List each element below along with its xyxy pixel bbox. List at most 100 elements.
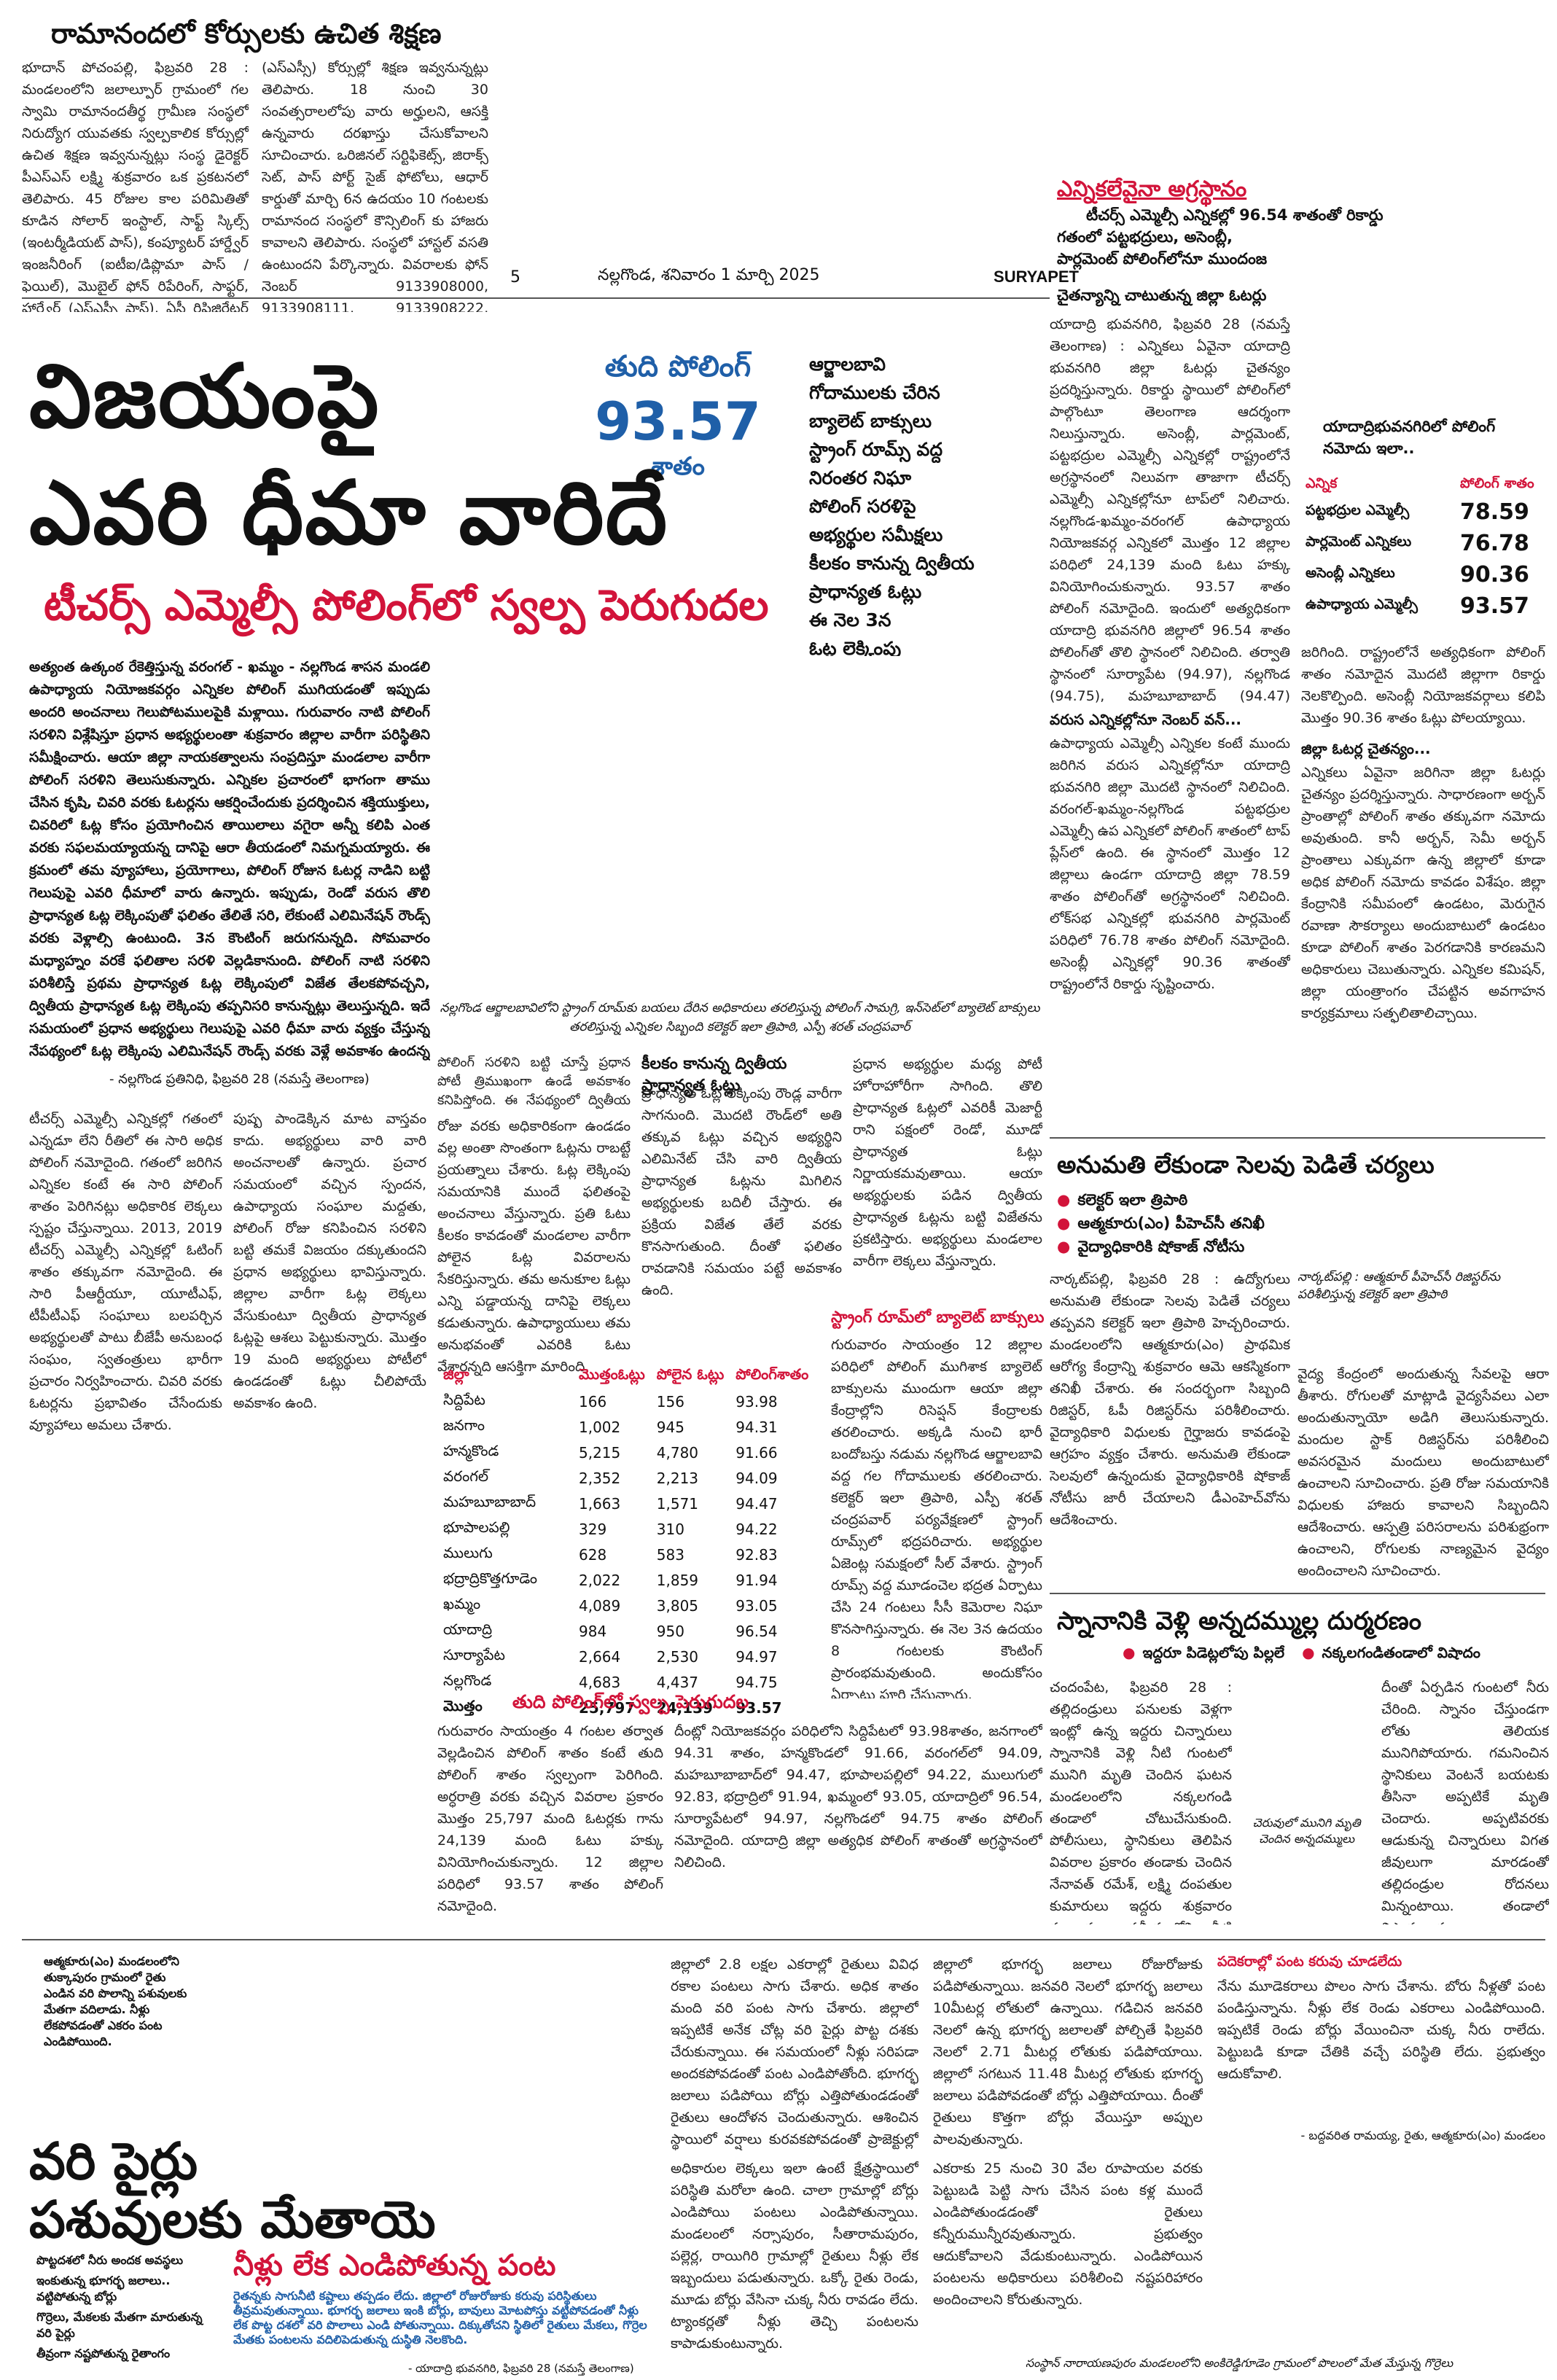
bullet-item: వైద్యాధికారికి షోకాజ్ నోటీసు: [1057, 1235, 1553, 1258]
poll-district: జనగాం: [443, 1416, 485, 1434]
polling-label: తుది పోలింగ్: [604, 350, 752, 383]
bullet-item: ఇద్దరూ పిడెట్లలోపు పిల్లలే: [1123, 1644, 1284, 1665]
strong-room-photo: [437, 656, 1042, 991]
highlight-item: పోలింగ్ సరళిపై: [809, 496, 916, 517]
strong-room-text: గురువారం సాయంత్రం 12 జిల్లాల పరిధిలో పోల…: [831, 1337, 1042, 1698]
page-number: 5: [510, 268, 520, 286]
poll-value: 4,089: [579, 1596, 621, 1615]
results-table: ఎన్నిక పోలింగ్ శాతం పట్టభద్రుల ఎమ్మెల్సీ…: [1301, 474, 1539, 622]
story-ramananda: రామానందలో కోర్సులకు ఉచిత శిక్షణ భూదాన్ ప…: [22, 13, 488, 327]
results-value: 93.57: [1460, 593, 1529, 619]
permission-photo: [1298, 1312, 1549, 1356]
right-top-col-1: యాదాద్రి భువనగిరి, ఫిబ్రవరి 28 (నమస్తే త…: [1050, 316, 1290, 704]
drowning-bullets: ఇద్దరూ పిడెట్లలోపు పిల్లలే నక్కలగండితండా…: [1123, 1644, 1553, 1665]
headline-line-1: విజయంపై: [29, 346, 381, 448]
poll-value: 1,663: [579, 1494, 621, 1513]
highlights: ఆర్జాలబావి గోదాములకు చేరిన బ్యాలెట్ బాక్…: [809, 350, 1042, 685]
highlight-item: కీలకం కానున్న ద్వితీయ: [809, 553, 975, 574]
story-col-2: (ఎస్ఎస్సీ) కోర్సుల్లో శిక్షణ ఇవ్వనున్నట్…: [262, 60, 488, 312]
right-top-sub-1: టీచర్స్ ఎమ్మెల్సీ ఎన్నికల్లో 96.54 శాతంత…: [1086, 206, 1384, 224]
mid-col-3: ప్రధాన అభ్యర్థుల మధ్య పోటీ హోరాహోరీగా సా…: [853, 1056, 1042, 1269]
right-top-title: ఎన్నికలేవైనా అగ్రస్థానం: [1057, 176, 1247, 202]
poll-value: 2,530: [656, 1647, 699, 1666]
poll-value: 93.57: [735, 1698, 782, 1717]
poll-value: 4,683: [579, 1673, 621, 1691]
poll-value: 94.75: [735, 1673, 778, 1691]
right-top-sub-2: గతంలో పట్టభద్రులు, అసెంబ్లీ,: [1057, 228, 1233, 246]
poll-value: 628: [579, 1545, 607, 1564]
right-subhead-1: వరుస ఎన్నికల్లోనూ నెంబర్ వన్...: [1050, 711, 1242, 728]
poll-value: 166: [579, 1392, 607, 1411]
poll-value: 583: [656, 1545, 684, 1564]
final-poll-heading: తుది పోలింగ్‌లో స్వల్ప పెరుగుదల: [512, 1691, 749, 1712]
results-title: యాదాద్రిభువనగిరిలో పోలింగ్ నమోదు ఇలా..: [1323, 418, 1496, 457]
poll-district: యాదాద్రి: [443, 1620, 493, 1638]
poll-district: ములుగు: [443, 1544, 493, 1561]
crop-col-4: ఎకరాకు 25 నుంచి 30 వేల రూపాయల వరకు పెట్ట…: [933, 2161, 1203, 2308]
crop-side-item: తీవ్రంగా నష్టపోతున్న రైతాంగం: [36, 2346, 171, 2360]
poll-value: 984: [579, 1622, 607, 1640]
poll-value: 4,780: [656, 1443, 699, 1462]
drowning-caption: చెరువులో మునిగి మృతి చెందిన అన్నదమ్ములు: [1252, 1816, 1361, 1846]
table-row: పట్టభద్రుల ఎమ్మెల్సీ78.59: [1301, 496, 1539, 528]
poll-value: 91.94: [735, 1571, 778, 1589]
highlight-item: బ్యాలెట్ బాక్సులు: [809, 410, 932, 432]
poll-district: నల్లగొండ: [443, 1671, 492, 1689]
poll-value: 93.98: [735, 1392, 778, 1411]
body-col-1: టీచర్స్ ఎమ్మెల్సీ ఎన్నికల్లో గతంలో ఎన్నడ…: [29, 1111, 222, 1433]
poll-value: 1,859: [656, 1571, 699, 1589]
drowning-title: స్నానానికి వెళ్లి అన్నదమ్ముల్ల దుర్మరణం: [1057, 1607, 1421, 1636]
crop-side-item: ఇంకుతున్న భూగర్భ జలాలు.. వట్టిపోతున్న బో…: [36, 2274, 171, 2303]
right-top-col-3: జరిగింది. రాష్ట్రంలోనే అత్యధికంగా పోలింగ…: [1301, 644, 1545, 726]
poll-header-percent: పోలింగ్‌శాతం: [735, 1365, 809, 1383]
right-top-header: ఎన్నికలేవైనా అగ్రస్థానం టీచర్స్ ఎమ్మెల్స…: [1057, 175, 1545, 284]
crop-bottom-caption: సంస్థాన్ నారాయణపురం మండలంలోని అంకిరెడ్డి…: [1025, 2356, 1453, 2370]
poll-value: 1,002: [579, 1418, 621, 1436]
results-box: యాదాద్రిభువనగిరిలో పోలింగ్ నమోదు ఇలా.. ఎ…: [1301, 415, 1545, 634]
right-top-sub-4: చైతన్యాన్ని చాటుతున్న జిల్లా ఓటర్లు: [1057, 286, 1267, 304]
crop-side: పొట్టదశలో నీరు అందక అవస్థలు ఇంకుతున్న భూ…: [36, 2252, 219, 2376]
poll-value: 156: [656, 1392, 684, 1411]
poll-district: సిద్దిపేట: [443, 1391, 485, 1408]
poll-header-district: జిల్లా: [443, 1365, 469, 1383]
mid-heading: కీలకం కానున్న ద్వితీయ ప్రాధాన్యత ఓట్లు: [641, 1055, 787, 1095]
crop-col-3: అధికారుల లెక్కలు ఇలా ఉంటే క్షేత్రస్థాయిల…: [671, 2161, 918, 2352]
highlight-item: స్ట్రాంగ్ రూమ్స్ వద్ద: [809, 439, 943, 460]
crop-kicker: ఆత్మకూరు(ఎం) మండలంలోని తుక్కాపురం గ్రామం…: [44, 1954, 187, 2048]
poll-value: 25,797: [579, 1698, 636, 1717]
poll-value: 329: [579, 1520, 607, 1538]
results-value: 90.36: [1460, 562, 1529, 588]
poll-table: జిల్లా మొత్తంఓట్లు పోలైన ఓట్లు పోలింగ్‌శ…: [437, 1363, 814, 1720]
poll-value: 3,805: [656, 1596, 699, 1615]
results-value: 78.59: [1460, 499, 1529, 525]
permission-title: అనుమతి లేకుండా సెలవు పెడితే చర్యలు: [1057, 1150, 1435, 1179]
drowning-col-2: దీంతో ఏర్పడిన గుంటలో నీరు చేరింది. స్నాన…: [1381, 1679, 1549, 1924]
poll-value: 94.22: [735, 1520, 778, 1538]
right-subhead-2: జిల్లా ఓటర్ల చైతన్యం...: [1301, 740, 1431, 757]
poll-value: 94.47: [735, 1494, 778, 1513]
bullet-item: ఆత్మకూరు(ఎం) పీహెచ్‌సీ తనిఖీ: [1057, 1212, 1553, 1235]
poll-value: 945: [656, 1418, 684, 1436]
poll-value: 92.83: [735, 1545, 778, 1564]
poll-value: 94.09: [735, 1469, 778, 1487]
poll-value: 2,022: [579, 1571, 621, 1589]
results-label: ఉపాధ్యాయ ఎమ్మెల్సీ: [1306, 596, 1418, 612]
poll-value: 310: [656, 1520, 684, 1538]
headline-sub: టీచర్స్ ఎమ్మెల్సీ పోలింగ్‌లో స్వల్ప పెరు…: [44, 580, 769, 630]
polling-unit: శాతం: [651, 452, 705, 481]
body-col-3: రోజు వరకు అధికారికంగా ఉండడం వల్ల అంతా సొ…: [437, 1118, 631, 1375]
poll-value: 96.54: [735, 1622, 778, 1640]
crop-line-1: వరి పైర్లు: [29, 2131, 198, 2191]
poll-value: 2,352: [579, 1469, 621, 1487]
poll-value: 2,213: [656, 1469, 699, 1487]
right-top-col-4: ఎన్నికలు ఏవైనా జరిగినా జిల్లా ఓటర్లు చైత…: [1301, 765, 1545, 1021]
bullet-item: నక్కలగండితండాలో విషాదం: [1302, 1644, 1480, 1665]
crop-col-1: జిల్లాలో 2.8 లక్షల ఎకరాల్లో రైతులు వివిధ…: [671, 1956, 918, 2147]
poll-district: మొత్తం: [443, 1697, 483, 1714]
edition: SURYAPET: [994, 268, 1079, 286]
